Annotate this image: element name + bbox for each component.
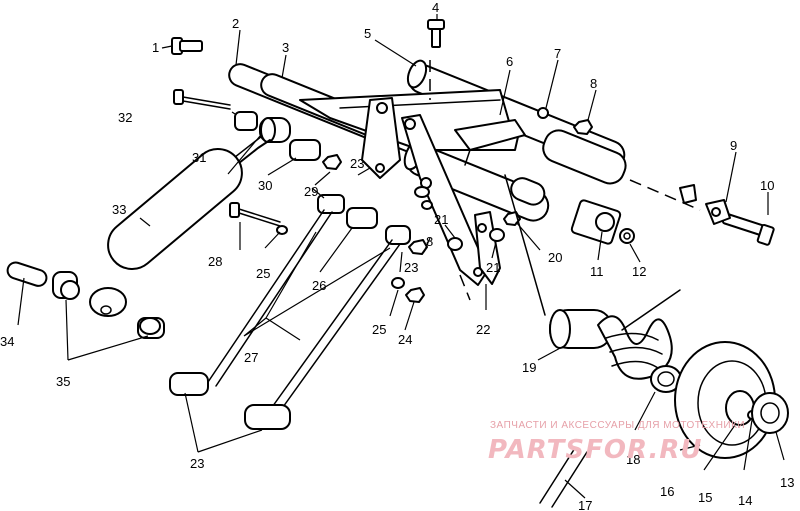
callout-6: 6: [506, 54, 513, 69]
callout-21-right: 21: [486, 260, 500, 275]
bolt-28: [229, 202, 281, 227]
control-arm-27-left: [169, 209, 333, 396]
callout-28: 28: [208, 254, 222, 269]
callout-9: 9: [730, 138, 737, 153]
callout-25-right: 25: [372, 322, 386, 337]
callout-19: 19: [522, 360, 536, 375]
link-plate-22: [474, 211, 501, 285]
callout-18: 18: [626, 452, 640, 467]
plate-11: [570, 199, 622, 245]
callout-4: 4: [432, 0, 439, 15]
shock-bushing-35: [52, 271, 165, 339]
bushing-upper-left: [259, 117, 291, 143]
watermark-tagline: ЗАПЧАСТИ И АКСЕССУАРЫ ДЛЯ МОТОТЕХНИКИ: [490, 420, 745, 431]
mount-bracket-right: [401, 114, 489, 286]
bushing-23-mid: [385, 225, 411, 245]
callout-21-left: 21: [434, 212, 448, 227]
bracket-9: [705, 199, 731, 225]
bolt-1: [171, 37, 203, 55]
callout-11: 11: [590, 264, 604, 279]
watermark-brand: PARTSFOR.RU: [488, 435, 702, 465]
bolt-4: [427, 19, 445, 48]
bushing-26: [346, 207, 378, 229]
nut-8-upper: [573, 119, 593, 135]
bushing-30: [289, 139, 321, 161]
center-plate-6: [454, 119, 526, 166]
torsion-spring: [597, 289, 681, 380]
cap-13: [751, 392, 789, 434]
callout-24: 24: [398, 332, 412, 347]
callout-5: 5: [364, 26, 371, 41]
shock-pin-34: [6, 261, 48, 287]
callout-22: 22: [476, 322, 490, 337]
callout-33: 33: [112, 202, 126, 217]
callout-17: 17: [578, 498, 592, 511]
callout-29: 29: [304, 184, 318, 199]
callout-27: 27: [244, 350, 258, 365]
nut-8-lower: [408, 186, 433, 255]
callout-35: 35: [56, 374, 70, 389]
nut-24: [405, 287, 425, 303]
callout-32: 32: [118, 110, 132, 125]
callout-2: 2: [232, 16, 239, 31]
nut-7: [537, 107, 549, 119]
clip-right: [679, 184, 697, 204]
washer-12: [619, 228, 635, 244]
rod-17: [539, 447, 588, 508]
callout-23-lower: 23: [190, 456, 204, 471]
shock-absorber-33: [89, 135, 271, 317]
callout-14: 14: [738, 493, 752, 508]
nut-30-small: [322, 154, 342, 170]
mount-bracket-left: [361, 97, 401, 179]
washer-25: [276, 225, 405, 289]
callout-10: 10: [760, 178, 774, 193]
bolt-32: [173, 89, 231, 110]
callout-15: 15: [698, 490, 712, 505]
watermark: ЗАПЧАСТИ И АКСЕССУАРЫ ДЛЯ МОТОТЕХНИКИ PA…: [488, 420, 745, 465]
callout-8-lower: 8: [426, 234, 433, 249]
callout-8-upper: 8: [590, 76, 597, 91]
callout-26: 26: [312, 278, 326, 293]
callout-7: 7: [554, 46, 561, 61]
bushing-31: [234, 111, 258, 131]
callout-16: 16: [660, 484, 674, 499]
callout-23-mid: 23: [404, 260, 418, 275]
callout-31: 31: [192, 150, 206, 165]
callout-30: 30: [258, 178, 272, 193]
dashed-leader-lines: [429, 60, 546, 316]
callout-25-left: 25: [256, 266, 270, 281]
callout-23-upper: 23: [350, 156, 364, 171]
callout-12: 12: [632, 264, 646, 279]
spring-arm-19: [549, 309, 613, 349]
callout-13: 13: [780, 475, 794, 490]
callout-3: 3: [282, 40, 289, 55]
callout-20: 20: [548, 250, 562, 265]
leader-lines: [17, 14, 785, 499]
bushing-29: [317, 194, 345, 214]
callout-1: 1: [152, 40, 159, 55]
control-arm-27-right: [244, 239, 401, 430]
cross-tube-right: [542, 129, 701, 211]
callout-34: 34: [0, 334, 14, 349]
